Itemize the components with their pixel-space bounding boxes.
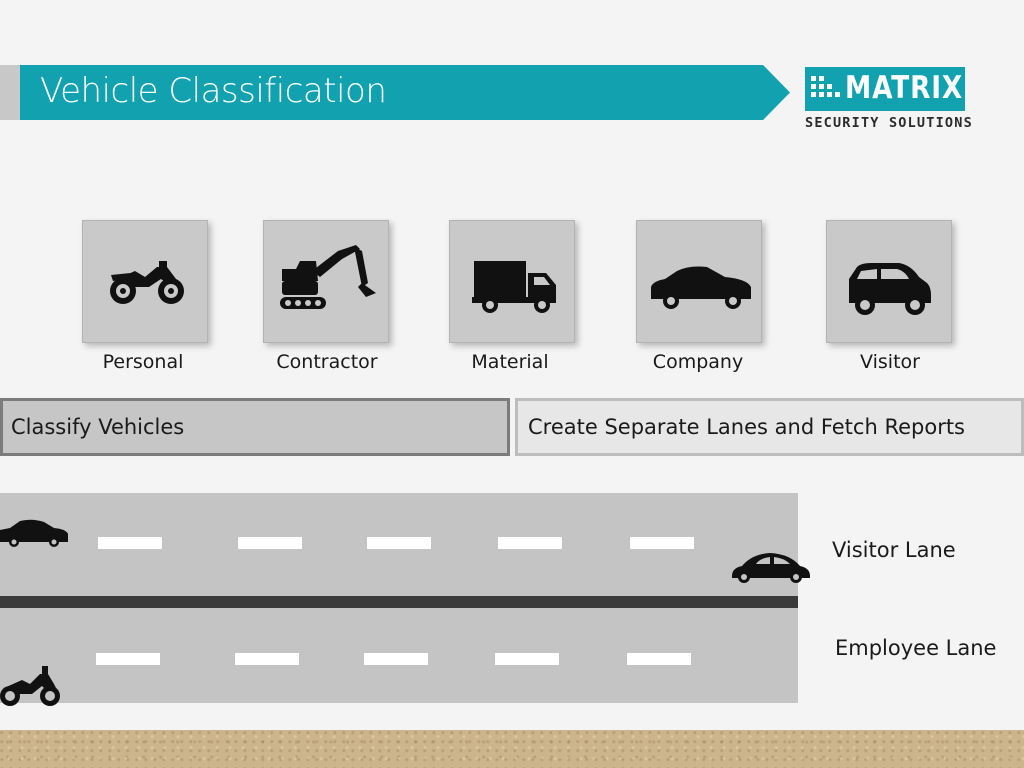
lane-dash <box>96 653 160 665</box>
step-separate-lanes: Create Separate Lanes and Fetch Reports <box>515 398 1024 456</box>
lane-motorcycle-icon <box>0 666 60 706</box>
visitor-lane-label: Visitor Lane <box>832 538 956 562</box>
lane-dash <box>238 537 302 549</box>
lane-dash <box>364 653 428 665</box>
motorcycle-icon <box>110 261 184 304</box>
lane-dash <box>98 537 162 549</box>
title-bar-banner <box>20 65 790 120</box>
matrix-logo: MATRIX SECURITY SOLUTIONS <box>805 67 973 135</box>
logo-tagline: SECURITY SOLUTIONS <box>805 115 973 131</box>
lane-dash <box>495 653 559 665</box>
logo-name: MATRIX <box>845 70 964 106</box>
employee-lane-road <box>0 608 798 703</box>
tile-personal <box>82 220 208 343</box>
tile-contractor <box>263 220 389 343</box>
truck-icon <box>472 261 556 313</box>
lane-dash <box>235 653 299 665</box>
title-bar-grey-tab <box>0 65 20 120</box>
lane-dash <box>627 653 691 665</box>
hatchback-icon <box>849 263 931 315</box>
category-label-personal: Personal <box>102 351 184 373</box>
tile-visitor <box>826 220 952 343</box>
tile-company <box>636 220 762 343</box>
step-classify-vehicles: Classify Vehicles <box>0 398 510 456</box>
lane-sedan-icon <box>0 519 68 547</box>
lane-dash <box>630 537 694 549</box>
tile-material <box>449 220 575 343</box>
logo-box: MATRIX <box>805 67 965 111</box>
employee-lane-label: Employee Lane <box>835 636 997 660</box>
sedan-icon <box>651 266 751 309</box>
category-label-company: Company <box>652 351 744 373</box>
visitor-lane-road <box>0 493 798 596</box>
step-lanes-label: Create Separate Lanes and Fetch Reports <box>528 415 966 439</box>
lane-beetle-car-icon <box>732 553 810 583</box>
lane-dash <box>498 537 562 549</box>
title-bar: Vehicle Classification <box>0 65 800 120</box>
footer-texture-strip <box>0 730 1024 768</box>
category-label-contractor: Contractor <box>276 351 378 373</box>
lane-dash <box>367 537 431 549</box>
excavator-icon <box>280 245 376 309</box>
category-label-material: Material <box>471 351 549 373</box>
step-classify-label: Classify Vehicles <box>11 415 185 439</box>
category-label-visitor: Visitor <box>860 351 920 373</box>
page-title: Vehicle Classification <box>40 71 387 111</box>
lane-divider <box>0 596 798 608</box>
logo-dots-icon <box>811 76 840 97</box>
